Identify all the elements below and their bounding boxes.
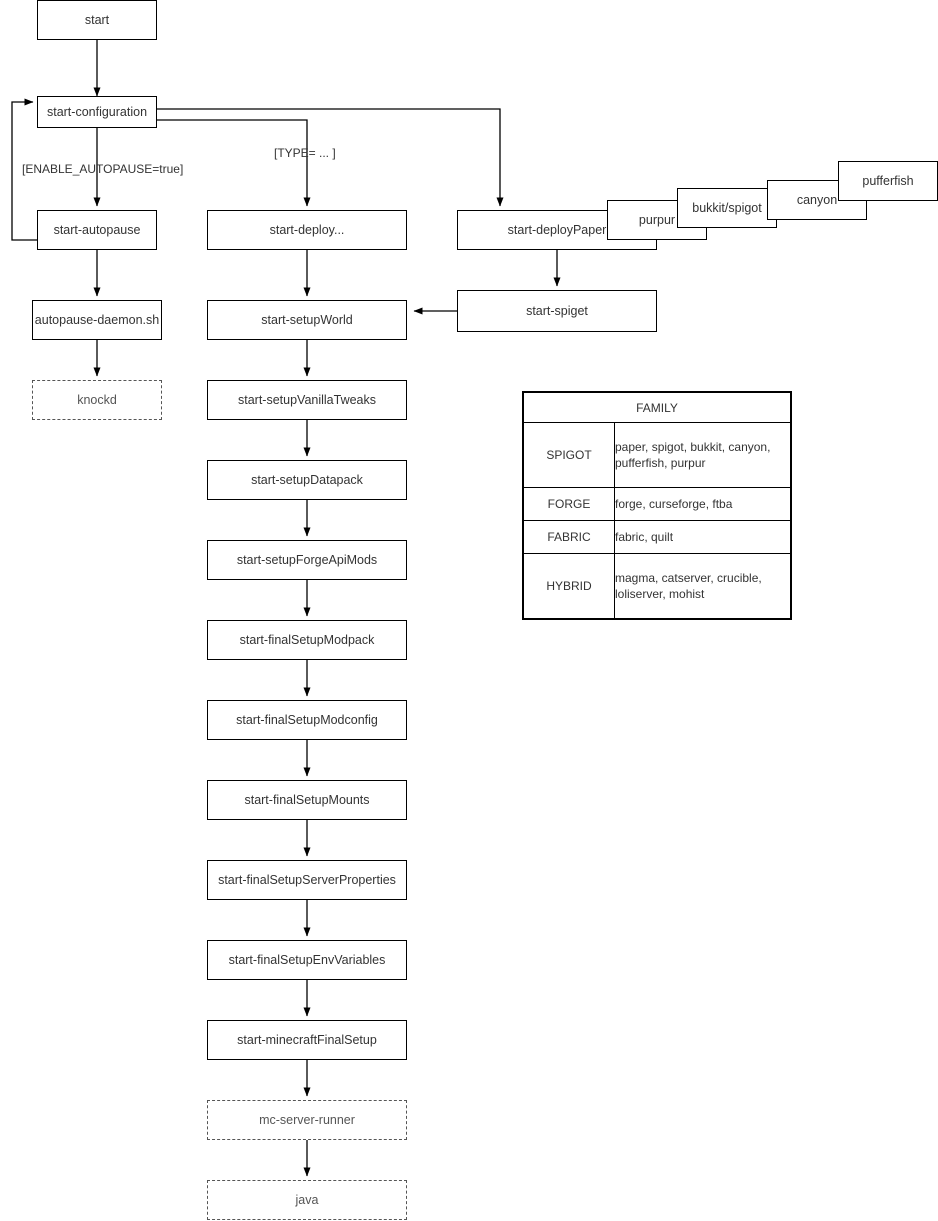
node-start-deploy[interactable]: start-deploy... bbox=[207, 210, 407, 250]
edge-configuration-to-deploypaper bbox=[157, 108, 504, 207]
edge-autopause-loop-to-configuration bbox=[11, 98, 37, 241]
node-start-setup-vanilla-tweaks[interactable]: start-setupVanillaTweaks bbox=[207, 380, 407, 420]
table-row: HYBRID magma, catserver, crucible, lolis… bbox=[523, 553, 791, 619]
edge-configuration-to-deploy bbox=[157, 119, 311, 207]
family-key-fabric: FABRIC bbox=[523, 519, 615, 555]
family-table-header: FAMILY bbox=[523, 392, 791, 423]
family-value-forge: forge, curseforge, ftba bbox=[614, 486, 791, 521]
node-start-final-setup-server-properties[interactable]: start-finalSetupServerProperties bbox=[207, 860, 407, 900]
table-row: SPIGOT paper, spigot, bukkit, canyon, pu… bbox=[523, 422, 791, 488]
family-value-fabric: fabric, quilt bbox=[614, 519, 791, 555]
table-row: FORGE forge, curseforge, ftba bbox=[523, 486, 791, 521]
table-row: FABRIC fabric, quilt bbox=[523, 519, 791, 555]
edge-label-enable-autopause: [ENABLE_AUTOPAUSE=true] bbox=[22, 162, 184, 176]
node-start-setup-forge-api-mods[interactable]: start-setupForgeApiMods bbox=[207, 540, 407, 580]
node-start-setup-datapack[interactable]: start-setupDatapack bbox=[207, 460, 407, 500]
family-key-spigot: SPIGOT bbox=[523, 422, 615, 488]
node-start-configuration[interactable]: start-configuration bbox=[37, 96, 157, 128]
family-value-spigot: paper, spigot, bukkit, canyon, pufferfis… bbox=[614, 422, 791, 488]
node-autopause-daemon-sh[interactable]: autopause-daemon.sh bbox=[32, 300, 162, 340]
node-pufferfish[interactable]: pufferfish bbox=[838, 161, 938, 201]
family-table: FAMILY SPIGOT paper, spigot, bukkit, can… bbox=[522, 391, 792, 620]
edge-label-type: [TYPE= ... ] bbox=[274, 146, 336, 160]
node-start-final-setup-modpack[interactable]: start-finalSetupModpack bbox=[207, 620, 407, 660]
node-start[interactable]: start bbox=[37, 0, 157, 40]
node-java[interactable]: java bbox=[207, 1180, 407, 1220]
node-mc-server-runner[interactable]: mc-server-runner bbox=[207, 1100, 407, 1140]
family-key-forge: FORGE bbox=[523, 486, 615, 521]
node-bukkit-spigot[interactable]: bukkit/spigot bbox=[677, 188, 777, 228]
node-start-autopause[interactable]: start-autopause bbox=[37, 210, 157, 250]
node-start-final-setup-modconfig[interactable]: start-finalSetupModconfig bbox=[207, 700, 407, 740]
node-knockd[interactable]: knockd bbox=[32, 380, 162, 420]
node-start-setup-world[interactable]: start-setupWorld bbox=[207, 300, 407, 340]
node-start-final-setup-mounts[interactable]: start-finalSetupMounts bbox=[207, 780, 407, 820]
node-start-minecraft-final-setup[interactable]: start-minecraftFinalSetup bbox=[207, 1020, 407, 1060]
family-value-hybrid: magma, catserver, crucible, loliserver, … bbox=[614, 553, 791, 619]
family-key-hybrid: HYBRID bbox=[523, 553, 615, 619]
node-start-spiget[interactable]: start-spiget bbox=[457, 290, 657, 332]
node-start-final-setup-env-variables[interactable]: start-finalSetupEnvVariables bbox=[207, 940, 407, 980]
